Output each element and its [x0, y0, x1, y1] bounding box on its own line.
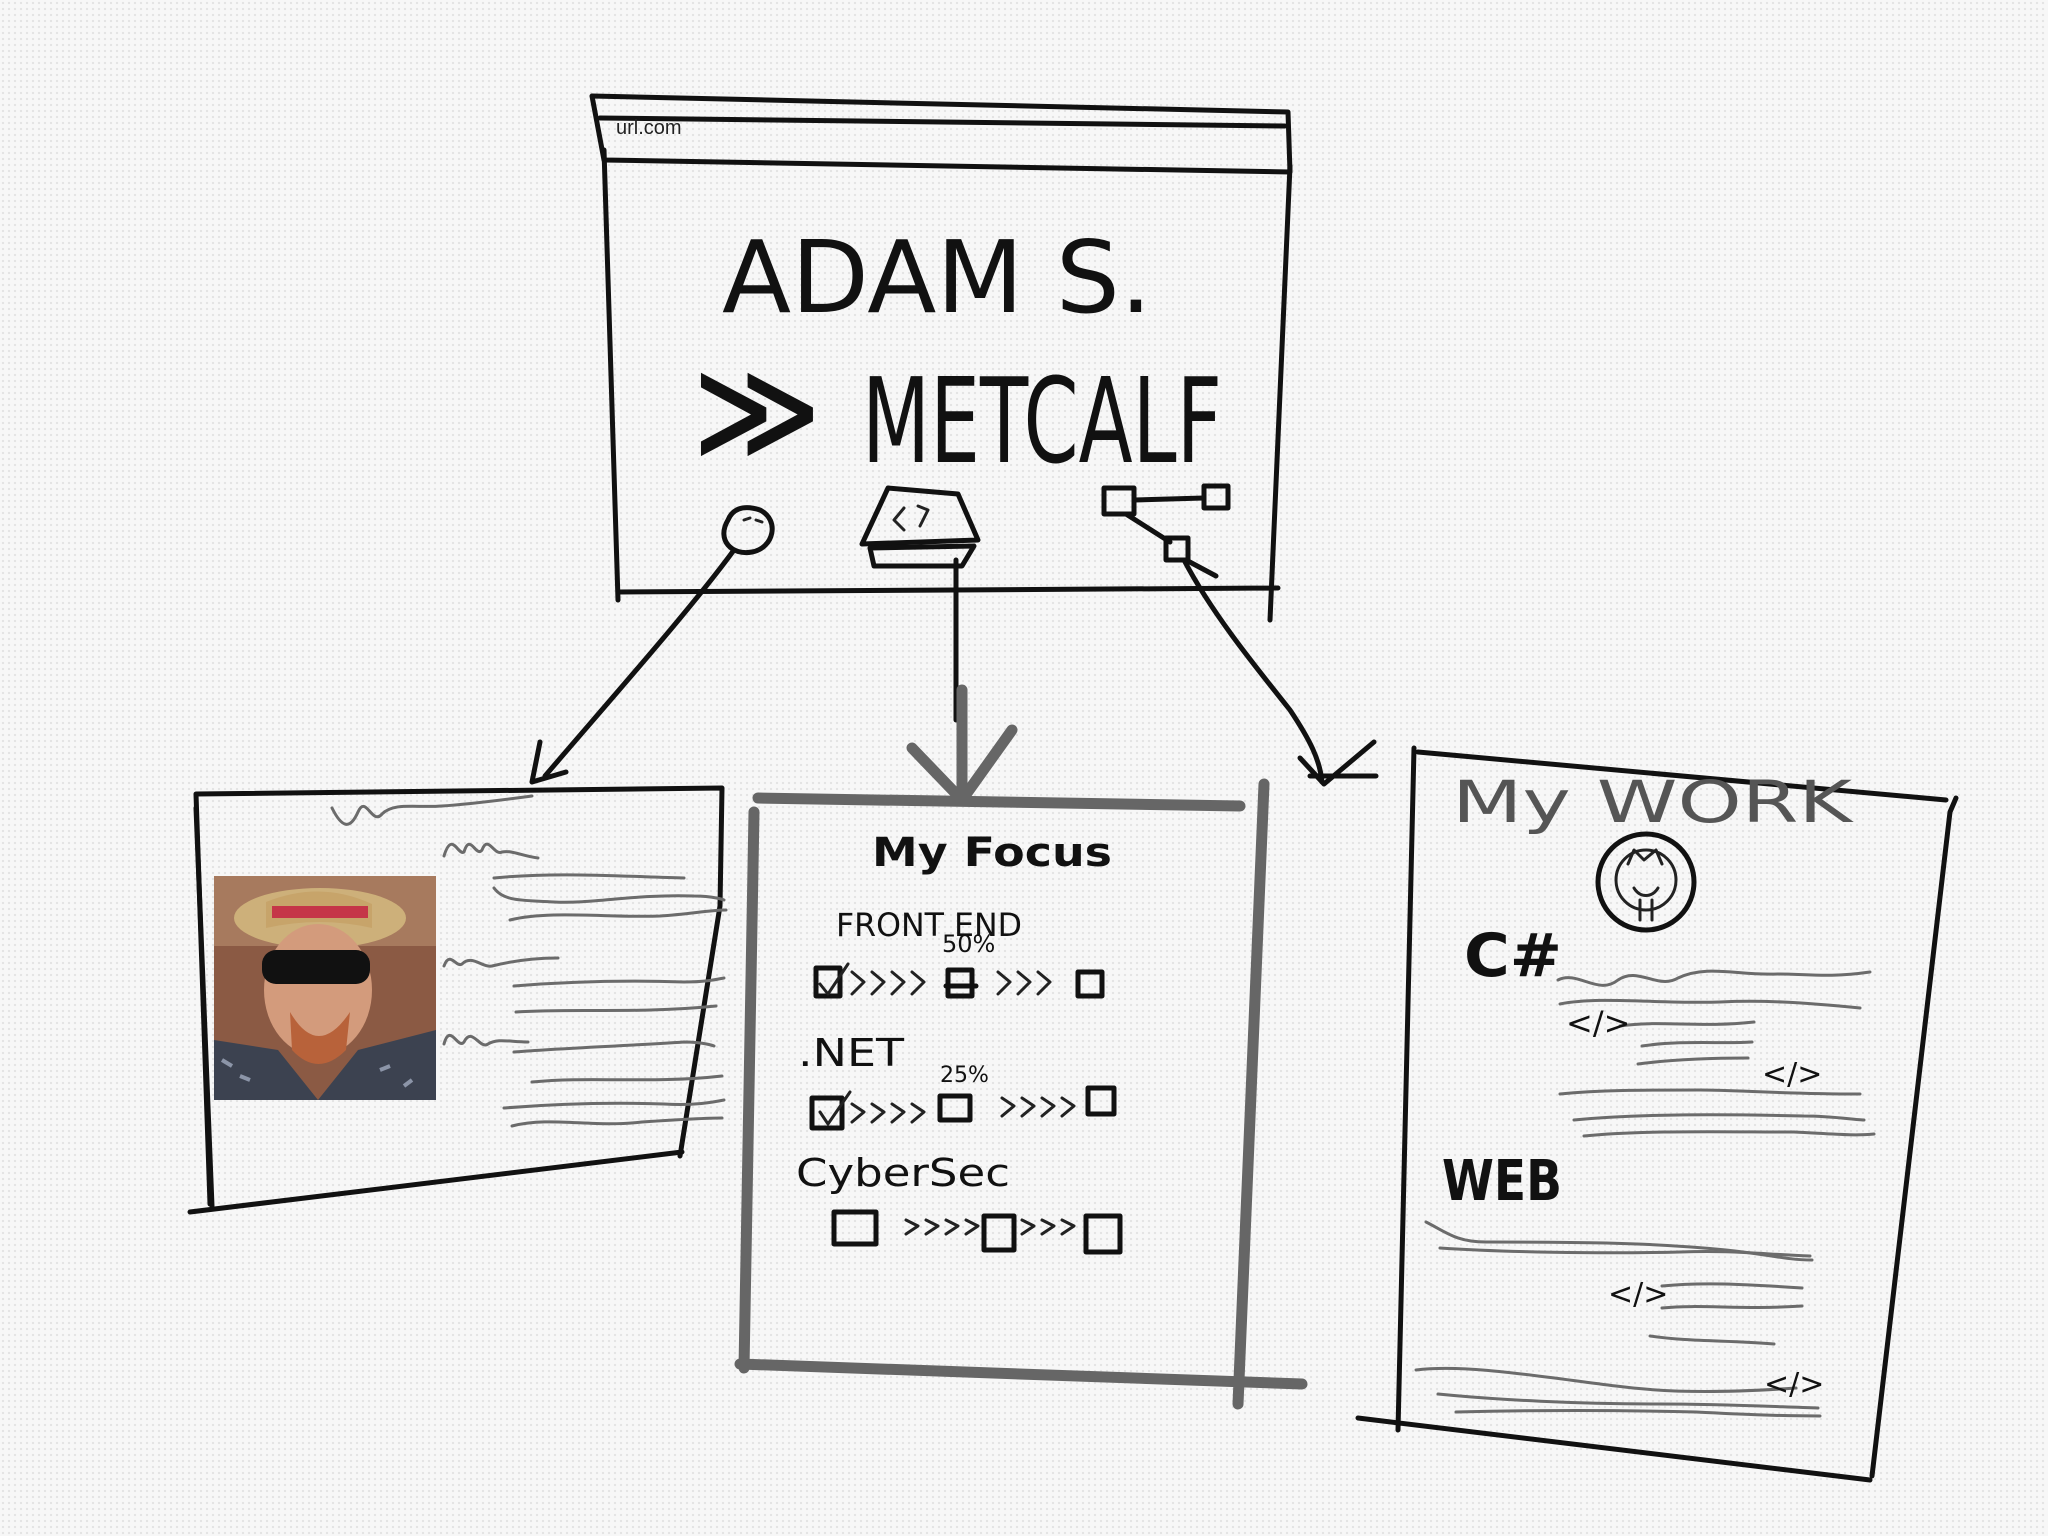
- focus-item-percent: 50%: [942, 930, 995, 958]
- homepage-window: url.com ADAM S. ≫ METCALF: [589, 93, 1293, 623]
- checkbox-empty-icon[interactable]: [1083, 1213, 1123, 1255]
- work-section-label: C#: [1464, 921, 1562, 991]
- code-snippet-icon: </>: [1566, 1004, 1630, 1042]
- about-page: [187, 785, 728, 1215]
- progress-track: [831, 1209, 1123, 1255]
- progress-track: [809, 1085, 1117, 1131]
- code-snippet-icon: </>: [1764, 1367, 1824, 1402]
- code-laptop-icon[interactable]: [859, 485, 981, 569]
- github-octocat-icon[interactable]: [1595, 831, 1697, 933]
- profile-photo-icon: [214, 876, 436, 1100]
- network-icon[interactable]: [1101, 483, 1231, 579]
- focus-item-label: .NET: [798, 1031, 905, 1075]
- focus-item-label: FRONT END: [836, 906, 1022, 944]
- checkbox-complete-icon[interactable]: [809, 1095, 845, 1131]
- work-page: My WORK C# </> </> WEB </> </>: [1355, 745, 1959, 1483]
- progress-track: [813, 962, 1105, 999]
- checkbox-current-icon[interactable]: [945, 967, 975, 999]
- checkbox-empty-icon[interactable]: [981, 1213, 1017, 1253]
- checkbox-empty-icon[interactable]: [1085, 1085, 1117, 1117]
- url-bar[interactable]: url.com: [616, 117, 682, 139]
- flow-arrow-work: [1181, 557, 1379, 787]
- focus-item-percent: 25%: [940, 1063, 989, 1088]
- code-snippet-icon: </>: [1608, 1277, 1668, 1312]
- hero-first-name: ADAM S.: [722, 219, 1152, 336]
- hero-last-name: METCALF: [862, 352, 1222, 490]
- checkbox-empty-icon[interactable]: [831, 1209, 879, 1247]
- checkbox-complete-icon[interactable]: [813, 965, 843, 999]
- checkbox-empty-icon[interactable]: [1075, 969, 1105, 999]
- focus-page: My Focus FRONT END 50% .NET 25% CyberSec: [734, 778, 1308, 1410]
- focus-item-label: CyberSec: [796, 1151, 1010, 1195]
- person-icon[interactable]: [721, 505, 775, 556]
- checkbox-current-icon[interactable]: [937, 1093, 973, 1123]
- flow-arrow-about: [529, 547, 737, 785]
- focus-title: My Focus: [872, 830, 1112, 876]
- work-section-label: WEB: [1442, 1149, 1562, 1214]
- work-title: My WORK: [1452, 768, 1855, 836]
- flow-arrow-focus: [906, 557, 1018, 806]
- code-snippet-icon: </>: [1762, 1057, 1822, 1092]
- hero-chevrons: ≫: [692, 342, 822, 481]
